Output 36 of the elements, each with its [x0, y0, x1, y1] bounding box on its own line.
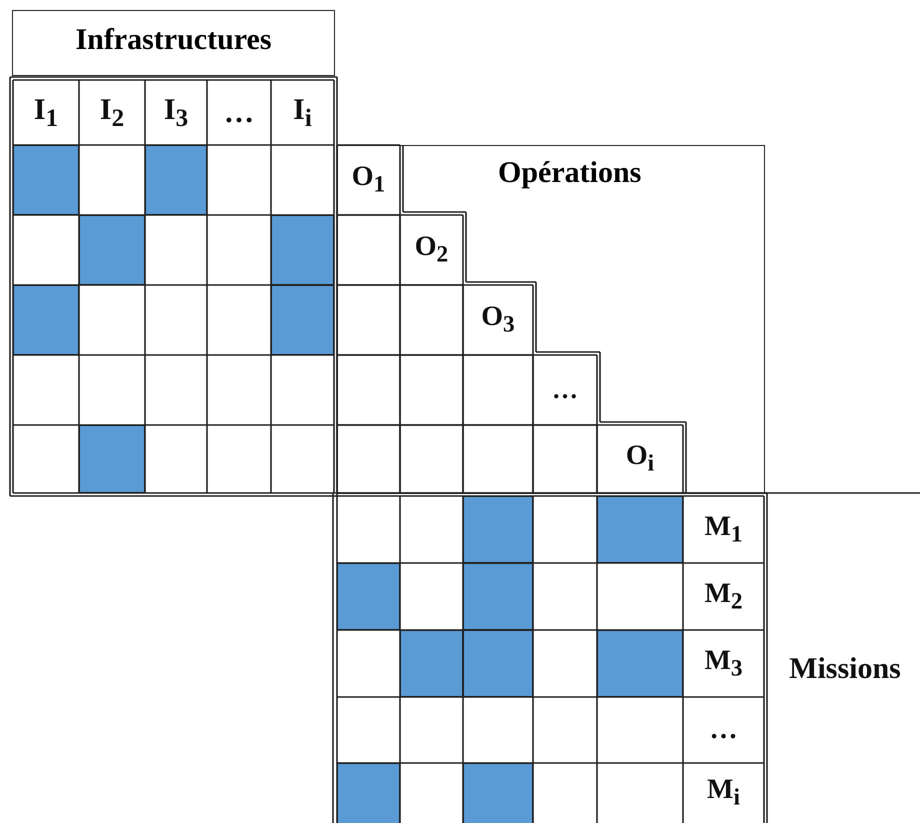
filled-cell [463, 763, 533, 823]
diagonal-header: O$_{1}$ [350, 160, 386, 200]
filled-cell [597, 630, 683, 697]
filled-cell [145, 145, 207, 215]
diagonal-header: … [551, 374, 579, 406]
filled-cell [271, 285, 334, 355]
filled-cell [13, 145, 79, 215]
axis-title: Missions [788, 651, 902, 687]
filled-cell [13, 285, 79, 355]
row-header: M$_{i}$ [706, 772, 741, 812]
row-header: … [708, 713, 738, 747]
section-panel [337, 145, 765, 494]
column-header: I$_{2}$ [98, 92, 126, 134]
filled-cell [463, 496, 533, 563]
diagonal-header: O$_{2}$ [414, 230, 450, 270]
row-header: M$_{2}$ [703, 576, 744, 616]
filled-cell [463, 563, 533, 630]
filled-cell [400, 630, 463, 697]
filled-cell [597, 496, 683, 563]
column-header: I$_{1}$ [32, 92, 60, 134]
row-header: M$_{3}$ [703, 644, 744, 684]
heading-text: Opérations [498, 156, 642, 190]
heading-text: Infrastructures [74, 23, 273, 57]
column-header: I$_{3}$ [162, 92, 190, 134]
filled-cell [337, 563, 400, 630]
filled-cell [463, 630, 533, 697]
diagonal-header: O$_{i}$ [624, 439, 656, 479]
filled-cell [271, 215, 334, 285]
column-header: I$_{i}$ [292, 92, 313, 134]
diagonal-header: O$_{3}$ [480, 300, 516, 340]
column-header: … [223, 94, 255, 130]
filled-cell [337, 763, 400, 823]
filled-cell [79, 425, 145, 493]
filled-cell [79, 215, 145, 285]
section-heading-box [12, 10, 335, 76]
row-header: M$_{1}$ [703, 510, 744, 550]
